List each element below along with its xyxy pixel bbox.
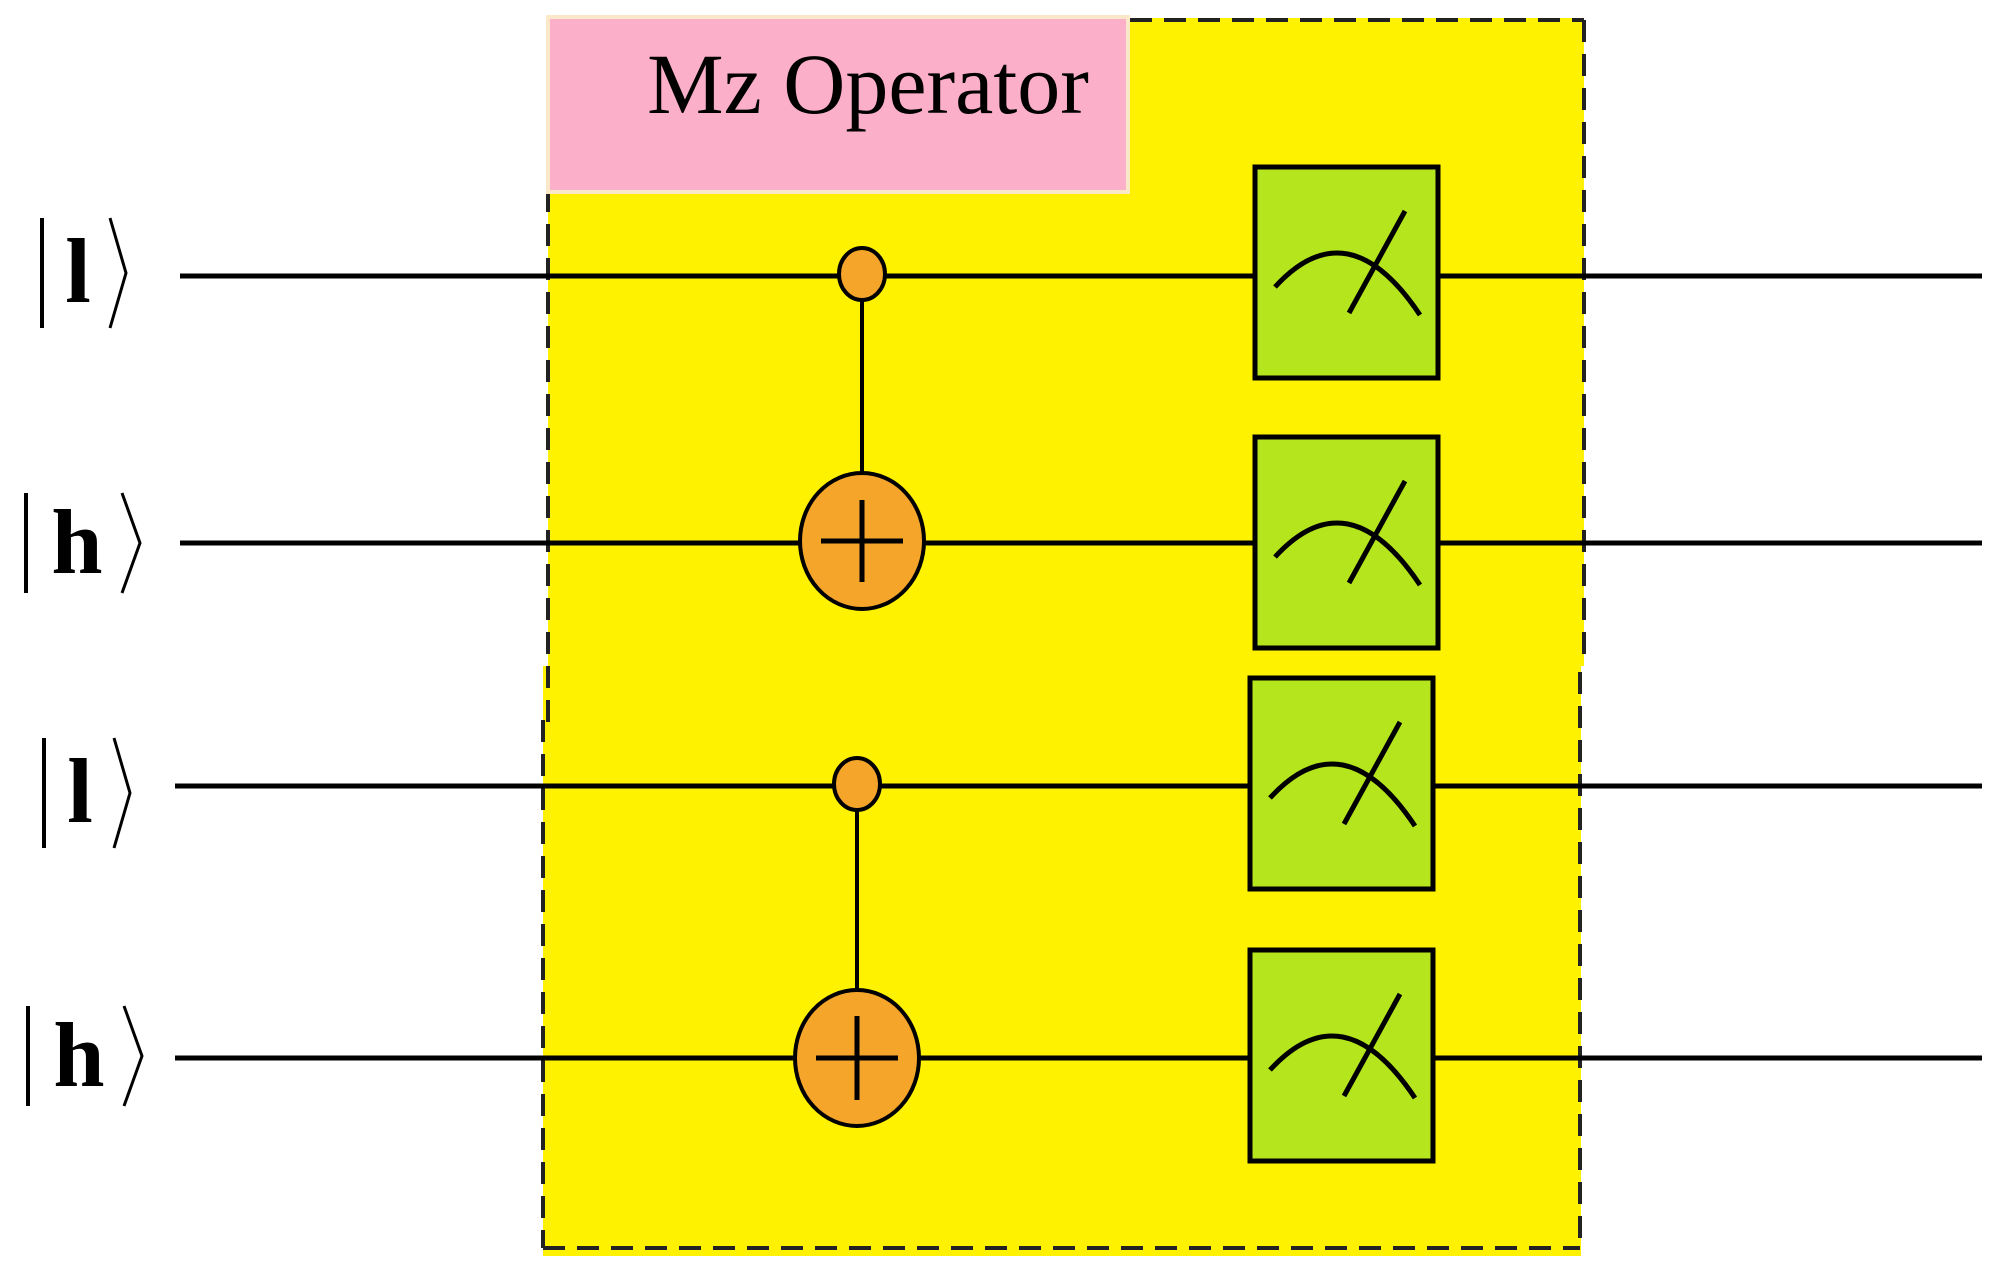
operator-title-box: Mz Operator [546,15,1130,194]
qubit-label-3: h [26,1004,144,1107]
operator-title: Mz Operator [647,36,1089,132]
measurement-gate-2 [1247,675,1436,892]
measurement-gate-0 [1252,164,1441,381]
qubit-label-1: h [24,491,142,594]
meter-arc-icon [1273,520,1423,587]
qubit-labels: l h l h [24,217,144,1107]
meter-arc-icon [1273,250,1423,317]
operator-title-background [546,15,1130,194]
meter-needle-icon [1341,720,1403,826]
ket-symbol: h [51,491,102,593]
qubit-wires [175,273,1982,1061]
meter-needle-icon [1341,992,1403,1098]
measurement-box [1252,434,1441,651]
ket-symbol: l [65,220,91,322]
measurement-gate-1 [1252,434,1441,651]
ket-symbol: h [53,1004,104,1106]
cnot-control-dot [837,246,887,302]
qubit-label-0: l [40,217,128,329]
cnot-control-dot [832,756,882,812]
meter-arc-icon [1268,761,1418,828]
meter-needle-icon [1346,209,1408,315]
meter-needle-icon [1346,479,1408,585]
measurement-box [1247,675,1436,892]
operator-dashed-border [541,18,1586,1250]
cnot-gate-1 [793,756,921,1128]
cnot-plus-icon [821,500,903,582]
measurement-gate-3 [1247,947,1436,1164]
meter-arc-icon [1268,1033,1418,1100]
ket-symbol: l [67,740,93,842]
measurement-box [1247,947,1436,1164]
cnot-plus-icon [816,1016,898,1100]
cnot-gate-0 [798,246,926,611]
measurement-box [1252,164,1441,381]
qubit-label-2: l [42,737,132,849]
